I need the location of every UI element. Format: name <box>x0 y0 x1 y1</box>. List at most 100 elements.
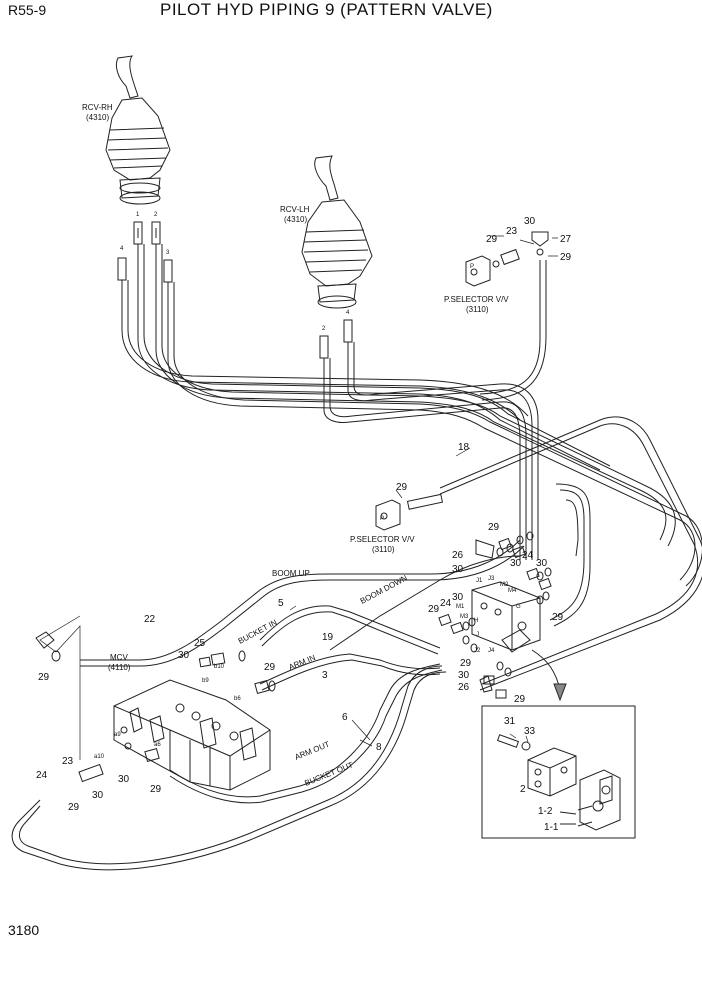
callout: 24 <box>36 770 48 781</box>
port-block: P <box>380 516 384 522</box>
hose-boom-down <box>329 555 521 651</box>
callout: 30 <box>458 670 470 681</box>
label-boom-down: BOOM DOWN <box>359 573 409 605</box>
mcv-name: MCV <box>110 653 128 662</box>
callout: 29 <box>460 658 472 669</box>
hose-18 <box>439 416 702 691</box>
callout: 30 <box>178 650 190 661</box>
port-lh: 2 <box>322 326 326 332</box>
port-mcv: b6 <box>234 696 241 702</box>
callout: 23 <box>62 756 74 767</box>
port-rh: 3 <box>166 250 170 256</box>
port-block: M2 <box>500 582 509 588</box>
port-rh: 2 <box>154 212 158 218</box>
p-selector-top <box>465 231 549 287</box>
callout: 29 <box>264 662 276 673</box>
callout: 29 <box>514 694 526 705</box>
rcv-lh-name: RCV-LH <box>280 205 310 214</box>
callout: 26 <box>452 550 464 561</box>
rcv-rh-code: (4310) <box>86 113 109 122</box>
selector-top-code: (3110) <box>466 305 489 314</box>
port-rh: 4 <box>120 246 124 252</box>
port-mcv: b9 <box>202 678 209 684</box>
pattern-valve-block <box>438 537 552 699</box>
port-mcv: a6 <box>154 742 161 748</box>
callout: 29 <box>150 784 162 795</box>
mcv-valve <box>113 679 271 791</box>
callout: 29 <box>486 234 498 245</box>
callout: 27 <box>560 234 572 245</box>
port-block: G <box>516 604 521 610</box>
pilot-hose-bundle <box>121 244 702 627</box>
port-block: J4 <box>488 648 495 654</box>
port-rh: 1 <box>136 212 140 218</box>
callout: 1-1 <box>544 822 559 833</box>
callout: 1-2 <box>538 806 553 817</box>
leader-lines <box>39 235 558 760</box>
callout: 30 <box>452 592 464 603</box>
page-title: PILOT HYD PIPING 9 (PATTERN VALVE) <box>160 0 493 19</box>
mcv-code: (4110) <box>108 663 131 672</box>
hose-bucket-in <box>259 605 441 649</box>
label-arm-out: ARM OUT <box>293 740 331 762</box>
callout: 5 <box>278 598 284 609</box>
rh-fittings <box>117 221 173 283</box>
port-block: J <box>476 632 479 638</box>
callout: 3 <box>322 670 328 681</box>
callout: 29 <box>428 604 440 615</box>
block-fittings <box>462 531 552 677</box>
callout: 30 <box>452 564 464 575</box>
callout: 24 <box>440 598 452 609</box>
callout: 23 <box>506 226 518 237</box>
callout: 30 <box>510 558 522 569</box>
callout: 29 <box>38 672 50 683</box>
callout: 26 <box>458 682 470 693</box>
callout: 30 <box>524 216 536 227</box>
rcv-rh-name: RCV-RH <box>82 103 113 112</box>
p-selector-mid <box>375 493 444 531</box>
callout: 30 <box>92 790 104 801</box>
callout: 18 <box>458 442 470 453</box>
rcv-lh-joystick <box>301 155 373 309</box>
callout: 25 <box>194 638 206 649</box>
callout: 24 <box>522 550 534 561</box>
callout: 6 <box>342 712 348 723</box>
callout: 31 <box>504 716 516 727</box>
callout: 29 <box>552 612 564 623</box>
hose-arm-out <box>169 663 441 798</box>
label-boom-up: BOOM UP <box>272 569 310 578</box>
callout: 33 <box>524 726 536 737</box>
callout: 8 <box>376 742 382 753</box>
port-block: P <box>470 264 474 270</box>
callout: 30 <box>536 558 548 569</box>
callout: 30 <box>118 774 130 785</box>
port-block: M4 <box>508 588 517 594</box>
port-block: M3 <box>460 614 469 620</box>
hose-arm-in <box>259 653 441 685</box>
port-mcv: a10 <box>94 754 105 760</box>
hose-boom-up <box>80 539 521 661</box>
port-block: H <box>474 618 478 624</box>
label-bucket-out: BUCKET OUT <box>303 760 354 788</box>
selector-mid-code: (3110) <box>372 545 395 554</box>
rcv-lh-code: (4310) <box>284 215 307 224</box>
port-block: M1 <box>456 604 465 610</box>
detail-inset <box>481 705 636 839</box>
port-mcv: a9 <box>114 732 121 738</box>
callout: 22 <box>144 614 156 625</box>
callout: 29 <box>560 252 572 263</box>
port-block: J2 <box>474 648 481 654</box>
port-lh: 4 <box>346 310 350 316</box>
port-block: J3 <box>488 576 495 582</box>
selector-mid-name: P.SELECTOR V/V <box>350 535 415 544</box>
port-mcv: b10 <box>214 664 225 670</box>
port-block: J1 <box>476 578 483 584</box>
label-bucket-in: BUCKET IN <box>237 618 279 646</box>
rcv-rh-joystick <box>105 55 171 205</box>
callout: 29 <box>68 802 80 813</box>
hose-bucket-out <box>11 671 447 871</box>
callout: 19 <box>322 632 334 643</box>
page-code: R55-9 <box>8 2 47 18</box>
selector-top-name: P.SELECTOR V/V <box>444 295 509 304</box>
